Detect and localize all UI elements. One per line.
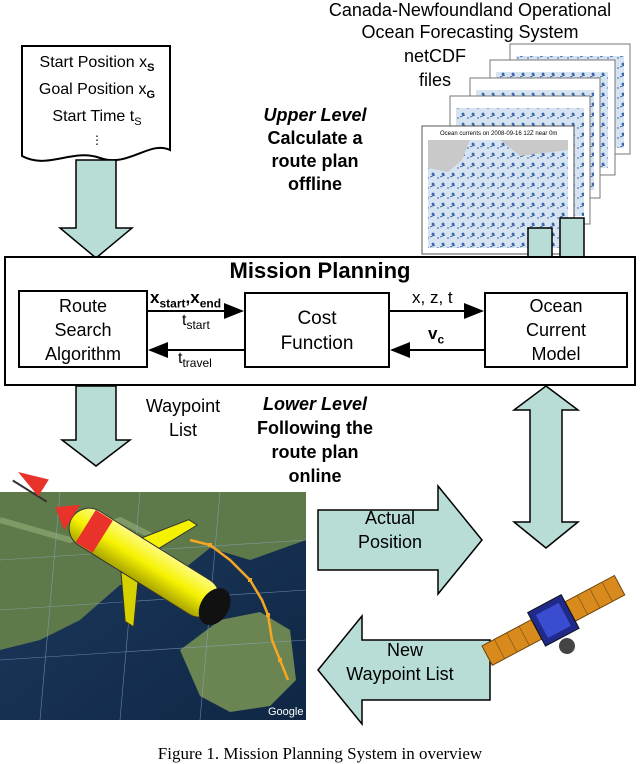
- route-search-box: [18, 290, 148, 368]
- map-land-island: [180, 612, 296, 712]
- map-sheet-2: [449, 95, 591, 225]
- map-sheet-5: [509, 43, 631, 155]
- input-down-arrow: [57, 159, 135, 259]
- ocean-model-box: [484, 292, 628, 368]
- actual-position-line1: Actual: [364, 508, 416, 528]
- forecast-netcdf-label: netCDF: [403, 46, 466, 66]
- upper-level-line3: offline: [288, 174, 342, 194]
- glider-track: [189, 538, 290, 681]
- glider: [12, 472, 231, 628]
- forecast-files-label: files: [418, 70, 451, 90]
- map-sheet-caption: Ocean currents on 2008-09-16 12Z near 0m: [440, 131, 557, 137]
- map-google-logo: Google: [268, 706, 303, 718]
- t-travel-label: ttravel: [178, 350, 212, 371]
- goal-position-label: Goal Position xG: [38, 81, 156, 102]
- start-position-label: Start Position xS: [39, 54, 155, 75]
- ellipsis-mark: ⋮: [91, 132, 103, 147]
- mission-planning-title: Mission Planning: [229, 258, 411, 283]
- lower-level-title: Lower Level: [262, 394, 368, 414]
- new-waypoint-line2: Waypoint List: [346, 664, 454, 684]
- inputs-document: Start Position xS Goal Position xG Start…: [24, 52, 170, 146]
- actual-position-line2: Position: [357, 532, 423, 552]
- cost-function-box: [244, 292, 390, 368]
- waypoint-line2: List: [168, 420, 197, 440]
- map-sheet-1: [421, 125, 575, 255]
- vc-label: vc: [428, 324, 445, 347]
- ocean-satellite-double-arrow: [511, 385, 581, 549]
- t-start-label: tstart: [182, 312, 210, 333]
- map-sheet-3: [469, 77, 601, 199]
- ocean-model-label: Ocean Current Model: [525, 296, 587, 364]
- map-sheet-4: [489, 59, 616, 176]
- waypoint-down-arrow: [59, 385, 133, 467]
- lower-level-line3: online: [288, 466, 342, 486]
- forecast-title-line1: Canada-Newfoundland Operational: [328, 0, 612, 20]
- x-start-end-label: xstart,xend: [150, 288, 222, 311]
- map-sea: [0, 492, 306, 720]
- start-time-label: Start Time tS: [52, 108, 142, 129]
- xzt-label: x, z, t: [412, 288, 453, 307]
- map-land-mainland: [0, 492, 306, 650]
- upper-level-line1: Calculate a: [267, 128, 363, 148]
- waypoint-line1: Waypoint: [145, 396, 221, 416]
- lower-level-line1: Following the: [257, 418, 373, 438]
- forecast-title-line2: Ocean Forecasting System: [361, 22, 579, 42]
- lower-level-line2: route plan: [271, 442, 359, 462]
- new-waypoint-line1: New: [386, 640, 423, 660]
- figure-caption: Figure 1. Mission Planning System in ove…: [157, 744, 483, 763]
- upper-level-line2: route plan: [271, 151, 359, 171]
- cost-function-label: Cost Function: [280, 308, 354, 354]
- upper-level-title: Upper Level: [263, 105, 367, 125]
- route-search-label: Route Search Algorithm: [44, 296, 122, 364]
